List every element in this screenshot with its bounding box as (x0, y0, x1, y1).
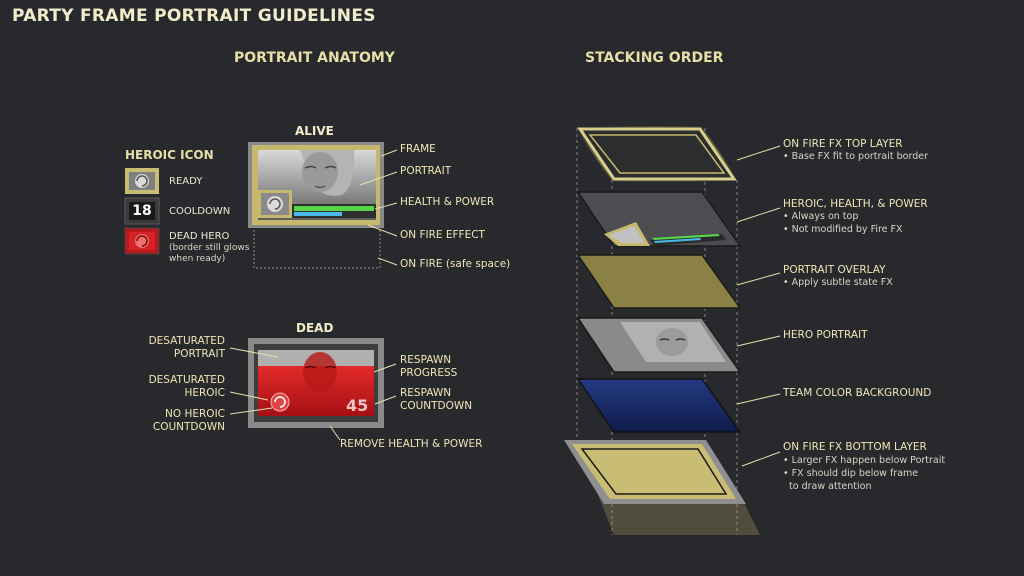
dead-leader-lines (229, 347, 397, 441)
alive-portrait-frame (248, 142, 384, 269)
dead-heading: DEAD (296, 321, 334, 335)
callout-no-heroic-1: NO HEROIC (165, 408, 225, 420)
heroic-cooldown-label: COOLDOWN (169, 206, 231, 217)
layer-6-note-3: to draw attention (783, 481, 872, 492)
callout-desat-portrait-1: DESATURATED (148, 335, 225, 347)
heroic-dead-label: DEAD HERO (169, 231, 230, 242)
heroic-cooldown-icon (124, 197, 160, 225)
layer-3-note-1: • Apply subtle state FX (783, 277, 893, 288)
dead-portrait-frame (248, 338, 384, 428)
layer-team-color (576, 378, 742, 433)
layer-6-note-2: • FX should dip below frame (783, 468, 919, 479)
heroic-ready-label: READY (169, 176, 203, 187)
layer-portrait-overlay (576, 254, 742, 309)
stacking-heading: STACKING ORDER (585, 50, 724, 66)
page-title: PARTY FRAME PORTRAIT GUIDELINES (12, 6, 376, 26)
callout-remove-health-power: REMOVE HEALTH & POWER (340, 438, 483, 450)
layer-2-note-1: • Always on top (783, 211, 859, 222)
callout-respawn-progress-1: RESPAWN (400, 354, 452, 366)
callout-portrait: PORTRAIT (400, 165, 452, 177)
callout-frame: FRAME (400, 143, 436, 155)
layer-6-note-1: • Larger FX happen below Portrait (783, 455, 946, 466)
callout-desat-heroic-2: HEROIC (184, 387, 225, 399)
layer-fire-top (574, 126, 740, 182)
layer-3-title: PORTRAIT OVERLAY (783, 264, 886, 276)
callout-no-heroic-2: COUNTDOWN (152, 421, 225, 433)
heroic-dead-icon (124, 227, 160, 255)
anatomy-heading: PORTRAIT ANATOMY (234, 50, 395, 66)
callout-health-power: HEALTH & POWER (400, 196, 495, 208)
layer-5-title: TEAM COLOR BACKGROUND (783, 387, 932, 399)
layer-6-title: ON FIRE FX BOTTOM LAYER (783, 441, 927, 453)
heroic-icon-heading: HEROIC ICON (125, 148, 214, 162)
layer-fire-bottom (564, 440, 760, 535)
respawn-countdown-value: 45 (346, 396, 369, 415)
callout-respawn-countdown-1: RESPAWN (400, 387, 452, 399)
heroic-cooldown-value: 18 (132, 203, 152, 219)
heroic-dead-note-2: when ready) (169, 254, 226, 264)
layer-1-title: ON FIRE FX TOP LAYER (783, 138, 903, 150)
callout-respawn-progress-2: PROGRESS (400, 367, 458, 379)
layer-2-note-2: • Not modified by Fire FX (783, 224, 903, 235)
callout-on-fire-safe: ON FIRE (safe space) (400, 258, 511, 270)
callout-desat-heroic-1: DESATURATED (148, 374, 225, 386)
layer-1-note-1: • Base FX fit to portrait border (783, 151, 929, 162)
layer-heroic-health-power (576, 191, 742, 247)
callout-desat-portrait-2: PORTRAIT (173, 348, 225, 360)
stacking-leader-lines (736, 145, 781, 467)
layer-4-title: HERO PORTRAIT (783, 329, 868, 341)
callout-respawn-countdown-2: COUNTDOWN (400, 400, 473, 412)
alive-leader-lines (359, 149, 398, 266)
heroic-ready-icon (125, 168, 159, 194)
callout-on-fire-effect: ON FIRE EFFECT (400, 229, 485, 241)
layer-2-title: HEROIC, HEALTH, & POWER (783, 198, 928, 210)
alive-heading: ALIVE (295, 124, 334, 138)
layer-hero-portrait (576, 317, 742, 373)
heroic-dead-note-1: (border still glows (169, 243, 250, 253)
